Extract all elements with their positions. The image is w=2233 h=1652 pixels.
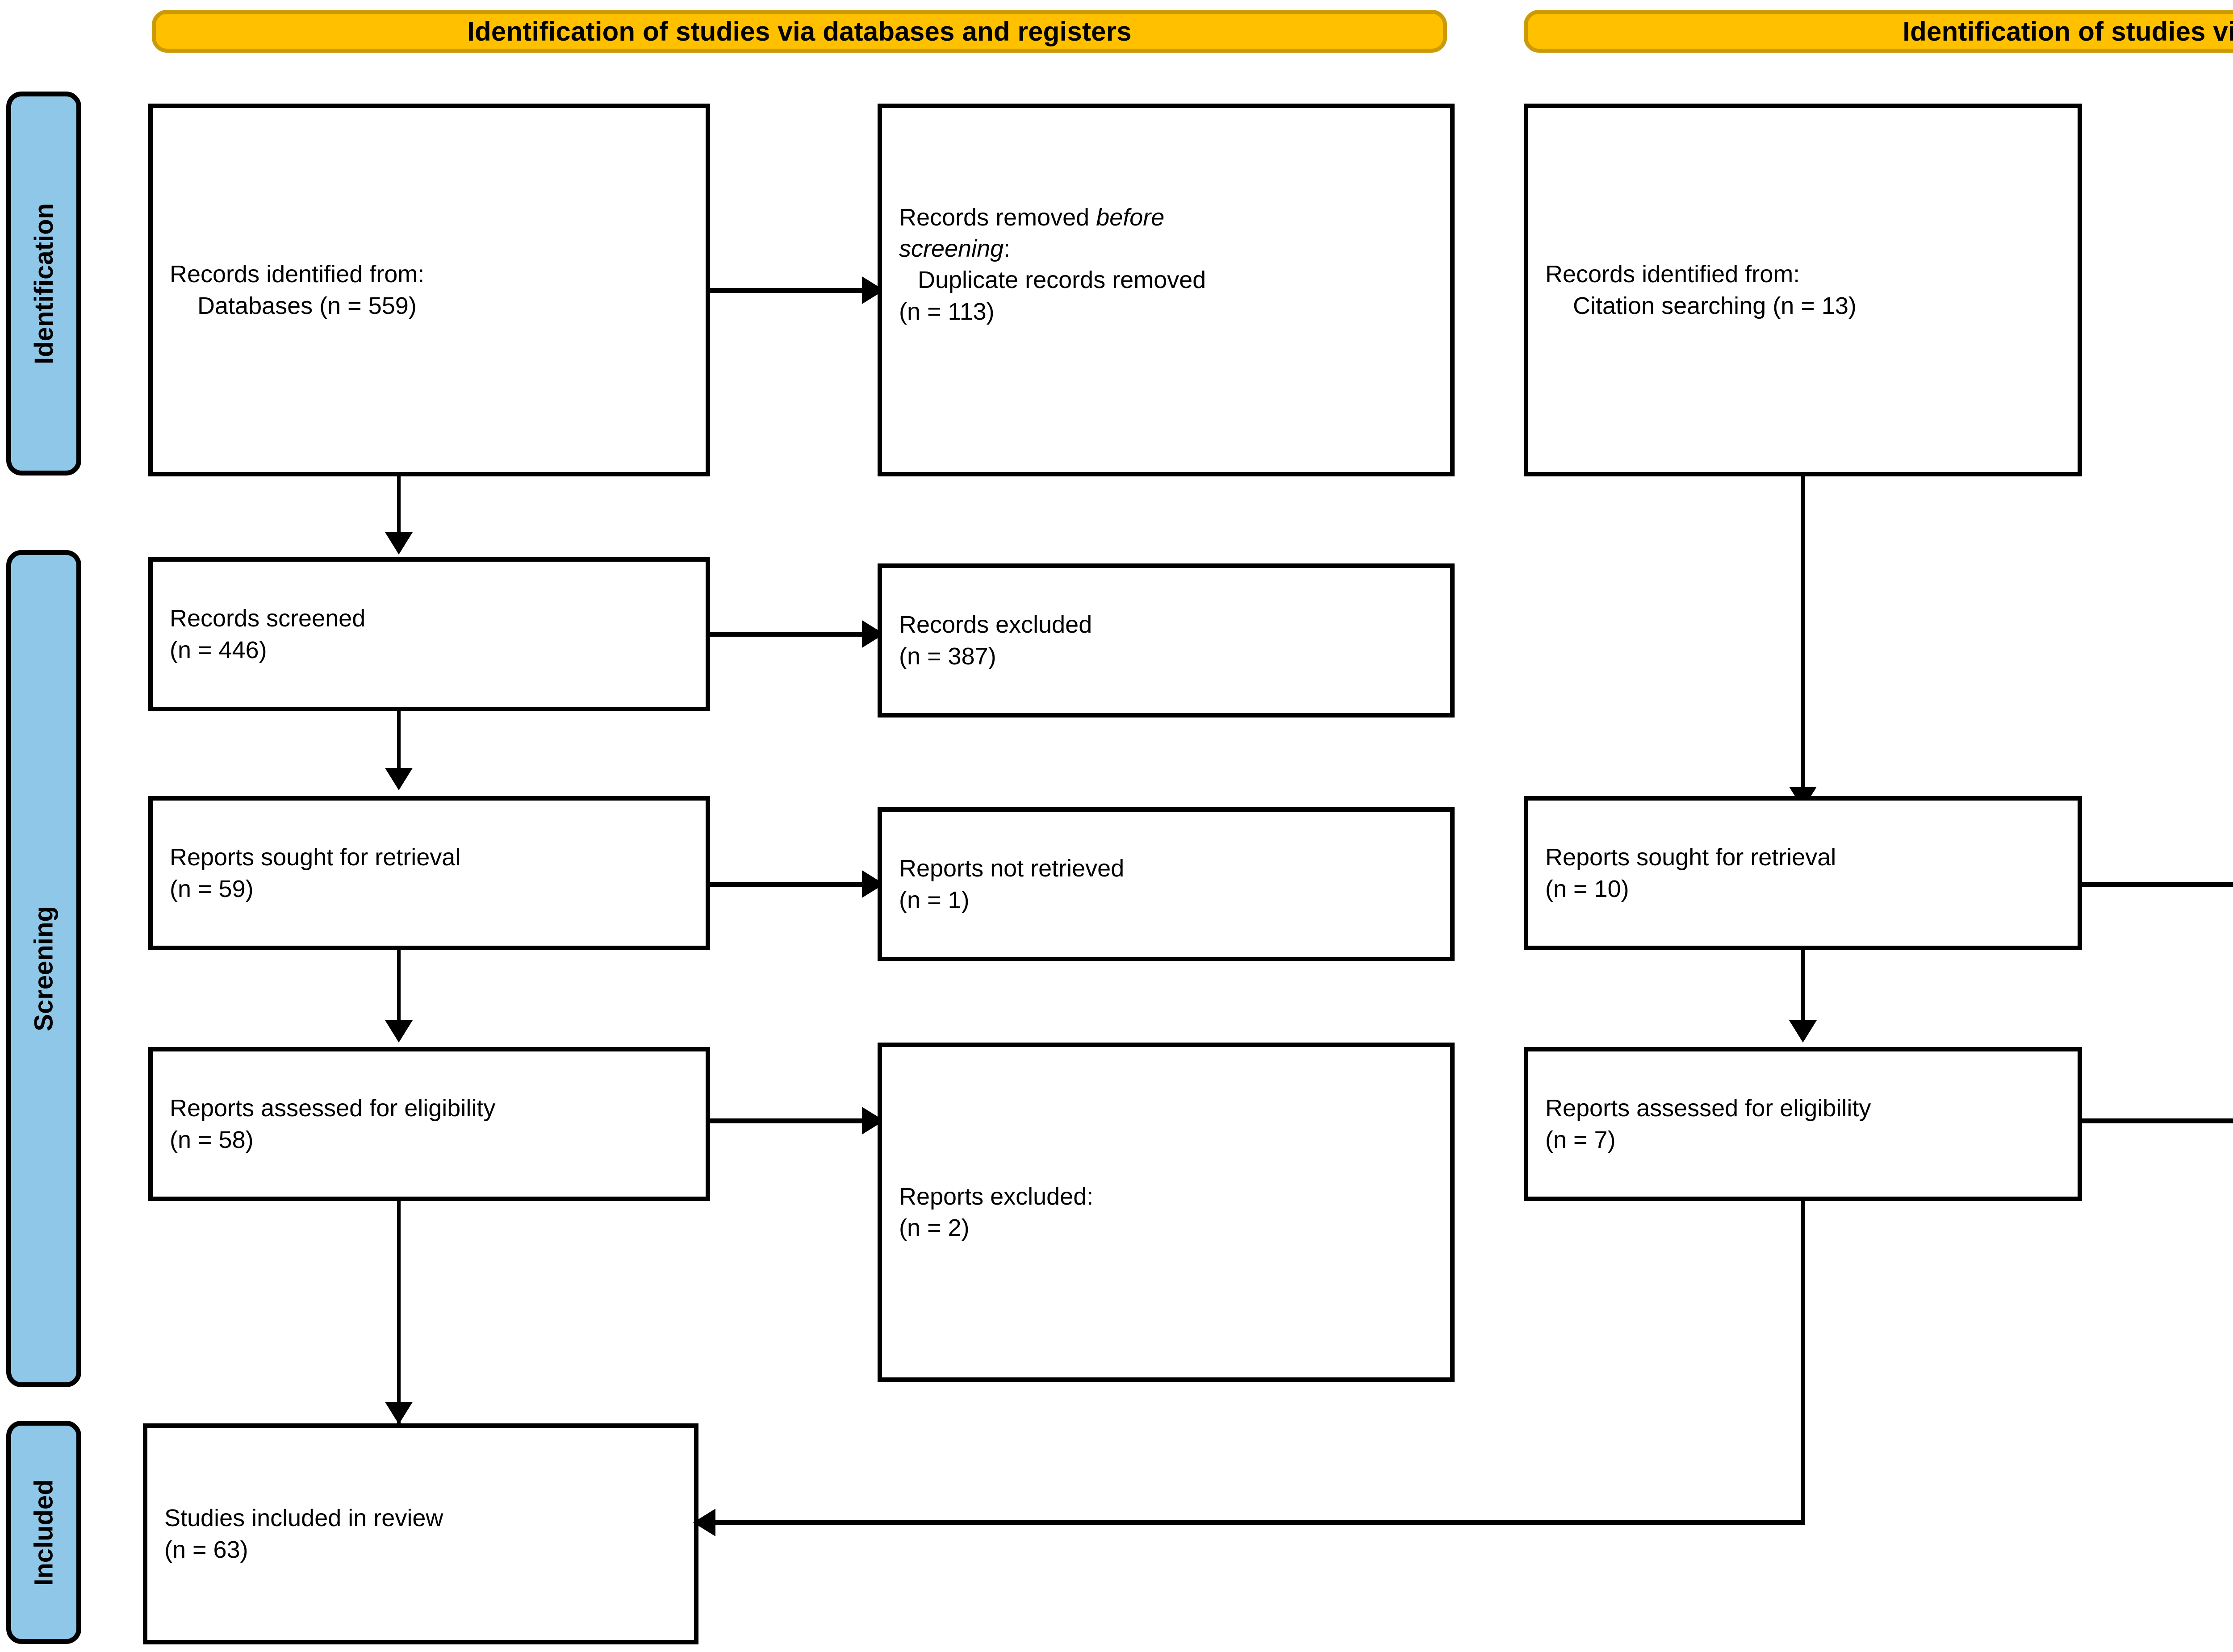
banner-other-methods-label: Identification of studies via other meth… (1903, 16, 2233, 46)
box-reports-assessed-citation: Reports assessed for eligibility (n = 7) (1524, 1047, 2082, 1201)
connector-citation-assessed-down-to-included (1801, 1201, 1805, 1525)
records-removed-line4: (n = 113) (899, 298, 995, 325)
banner-databases-registers-label: Identification of studies via databases … (467, 16, 1132, 46)
records-excluded-line1: Records excluded (899, 611, 1092, 638)
records-screened-line1: Records screened (170, 605, 366, 632)
box-reports-sought-databases: Reports sought for retrieval (n = 59) (148, 796, 710, 950)
reports-assessed-citation-line1: Reports assessed for eligibility (1545, 1095, 1871, 1122)
box-reports-excluded-databases: Reports excluded: (n = 2) (878, 1043, 1455, 1382)
arrow-citation-to-included-head (693, 1509, 715, 1536)
records-removed-line2: screening: (899, 233, 1433, 264)
records-removed-line2-colon: : (1004, 235, 1011, 263)
studies-included-line2: (n = 63) (164, 1536, 248, 1563)
records-identified-databases-line2: Databases (n = 559) (197, 292, 417, 319)
connector-identified-to-removed (710, 288, 864, 293)
reports-assessed-databases-line2: (n = 58) (170, 1126, 254, 1153)
stage-label-included-text: Included (29, 1479, 59, 1586)
connector-citation-included-horizontal (715, 1520, 1804, 1525)
box-records-screened: Records screened (n = 446) (148, 557, 710, 711)
records-removed-line2-emphasis: screening (899, 235, 1004, 263)
records-identified-databases-line1: Records identified from: (170, 261, 425, 288)
connector-citation-sought-to-not-retrieved (2082, 882, 2233, 887)
connector-citation-to-sought (1801, 476, 1805, 793)
reports-sought-databases-line2: (n = 59) (170, 875, 254, 902)
box-records-excluded: Records excluded (n = 387) (878, 563, 1455, 718)
stage-label-identification-text: Identification (29, 203, 59, 364)
records-removed-line1-emphasis: before (1096, 204, 1165, 231)
records-removed-line3: Duplicate records removed (918, 267, 1206, 294)
studies-included-line1: Studies included in review (164, 1505, 443, 1532)
stage-label-screening-text: Screening (29, 906, 59, 1031)
box-records-removed-before-screening: Records removed before screening: Duplic… (878, 104, 1455, 476)
reports-sought-databases-line1: Reports sought for retrieval (170, 844, 461, 871)
reports-not-retrieved-databases-line1: Reports not retrieved (899, 855, 1125, 882)
connector-assessed-to-reports-excluded (710, 1118, 864, 1123)
records-identified-citation-line2: Citation searching (n = 13) (1573, 292, 1857, 319)
reports-excluded-databases-line1: Reports excluded: (899, 1183, 1094, 1210)
banner-other-methods: Identification of studies via other meth… (1524, 10, 2233, 53)
records-removed-line1-prefix: Records removed (899, 204, 1096, 231)
box-records-identified-citation: Records identified from: Citation search… (1524, 104, 2082, 476)
arrow-sought-to-assessed-head (385, 1020, 413, 1043)
box-reports-assessed-databases: Reports assessed for eligibility (n = 58… (148, 1047, 710, 1201)
box-reports-not-retrieved-databases: Reports not retrieved (n = 1) (878, 807, 1455, 961)
arrow-identified-to-screened-head (385, 532, 413, 555)
records-removed-line1: Records removed before (899, 202, 1433, 233)
stage-label-screening: Screening (6, 550, 81, 1387)
records-excluded-line2: (n = 387) (899, 642, 996, 670)
arrow-citation-sought-to-assessed-head (1789, 1020, 1817, 1043)
stage-label-included: Included (6, 1421, 81, 1644)
records-screened-line2: (n = 446) (170, 636, 267, 663)
records-identified-citation-line1: Records identified from: (1545, 261, 1800, 288)
connector-sought-to-assessed (397, 950, 401, 1022)
reports-sought-citation-line1: Reports sought for retrieval (1545, 844, 1836, 871)
connector-assessed-to-included (397, 1201, 401, 1424)
connector-citation-sought-to-assessed (1801, 950, 1805, 1022)
banner-databases-registers: Identification of studies via databases … (152, 10, 1447, 53)
box-studies-included-in-review: Studies included in review (n = 63) (143, 1423, 698, 1644)
reports-excluded-databases-line2: (n = 2) (899, 1214, 970, 1241)
stage-label-identification: Identification (6, 92, 81, 476)
reports-not-retrieved-databases-line2: (n = 1) (899, 886, 970, 914)
arrow-assessed-to-included-head (385, 1402, 413, 1424)
connector-screened-to-excluded (710, 632, 864, 637)
reports-sought-citation-line2: (n = 10) (1545, 875, 1629, 902)
box-reports-sought-citation: Reports sought for retrieval (n = 10) (1524, 796, 2082, 950)
connector-identified-to-screened (397, 476, 401, 534)
reports-assessed-databases-line1: Reports assessed for eligibility (170, 1095, 496, 1122)
connector-screened-to-sought (397, 711, 401, 769)
reports-assessed-citation-line2: (n = 7) (1545, 1126, 1616, 1153)
box-records-identified-databases: Records identified from: Databases (n = … (148, 104, 710, 476)
connector-sought-to-not-retrieved (710, 882, 864, 887)
arrow-screened-to-sought-head (385, 768, 413, 790)
connector-citation-assessed-to-reports-excluded (2082, 1118, 2233, 1123)
